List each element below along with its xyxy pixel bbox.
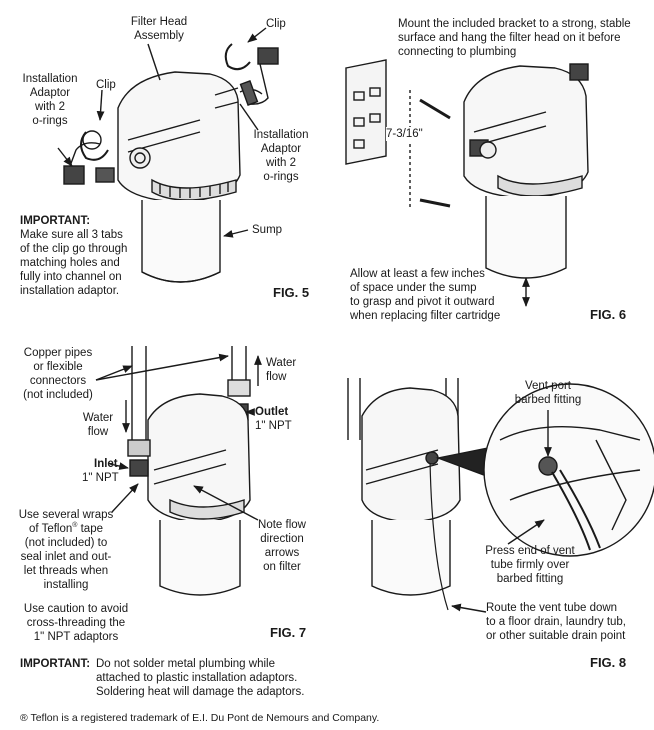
fig6-clearance-instruction: Allow at least a few inches of space und…: [350, 268, 501, 322]
fig6-dimension-label: 7-3/16": [386, 127, 423, 141]
fig5-clip-left-label: Clip: [96, 79, 116, 91]
fig5-filter-head-label: Filter Head Assembly: [130, 16, 188, 42]
fig5-important-heading: IMPORTANT:: [20, 215, 91, 227]
trademark-footnote: ® Teflon is a registered trademark of E.…: [20, 712, 380, 724]
fig7-inlet-size: 1" NPT: [82, 472, 119, 484]
fig5-adaptor-left-label: Installation Adaptor with 2 o-rings: [22, 73, 78, 127]
fig7-teflon-line2: of Teflon® tape: [28, 522, 103, 535]
fig7-water-flow-out-label: Water flow: [266, 357, 297, 383]
fig5-label: FIG. 5: [273, 285, 310, 300]
fig8-label: FIG. 8: [590, 655, 627, 670]
fig5-sump-label: Sump: [252, 224, 283, 236]
fig7-outlet-heading: Outlet: [255, 406, 289, 418]
fig7-teflon-line1: Use several wraps: [18, 509, 114, 521]
fig6-label: FIG. 6: [590, 307, 627, 322]
fig7-outlet-size: 1" NPT: [255, 420, 292, 432]
fig7-label: FIG. 7: [270, 625, 307, 640]
fig6-bracket-drawing: [345, 59, 451, 210]
fig8-detail-magnifier: [483, 383, 654, 557]
fig7-caution-text: Use caution to avoid cross-threading the…: [23, 603, 129, 643]
fig5-filter-drawing: [63, 43, 279, 283]
fig8-route-vent-label: Route the vent tube down to a floor drai…: [486, 602, 626, 642]
fig7-teflon-rest: (not included) to seal inlet and out- le…: [20, 537, 112, 591]
fig7-important-heading: IMPORTANT:: [20, 658, 91, 670]
fig6-mount-instruction: Mount the included bracket to a strong, …: [398, 18, 631, 58]
fig7-water-flow-in-label: Water flow: [82, 412, 114, 438]
fig8-press-vent-label: Press end of vent tube firmly over barbe…: [485, 545, 575, 585]
fig8-vent-port-label: Vent port barbed fitting: [514, 380, 582, 406]
fig5-clip-top-label: Clip: [266, 18, 286, 30]
fig7-filter-drawing: [127, 346, 251, 596]
fig7-flow-arrows-note: Note flow direction arrows on filter: [258, 519, 306, 573]
fig7-pipes-label: Copper pipes or flexible connectors (not…: [23, 347, 93, 401]
fig5-important-text: Make sure all 3 tabs of the clip go thro…: [20, 229, 128, 297]
fig7-important-text: Do not solder metal plumbing while attac…: [96, 658, 305, 698]
fig6-filter-drawing: [463, 63, 589, 279]
fig7-inlet-heading: Inlet: [94, 458, 118, 470]
fig5-adaptor-right-label: Installation Adaptor with 2 o-rings: [253, 129, 309, 183]
